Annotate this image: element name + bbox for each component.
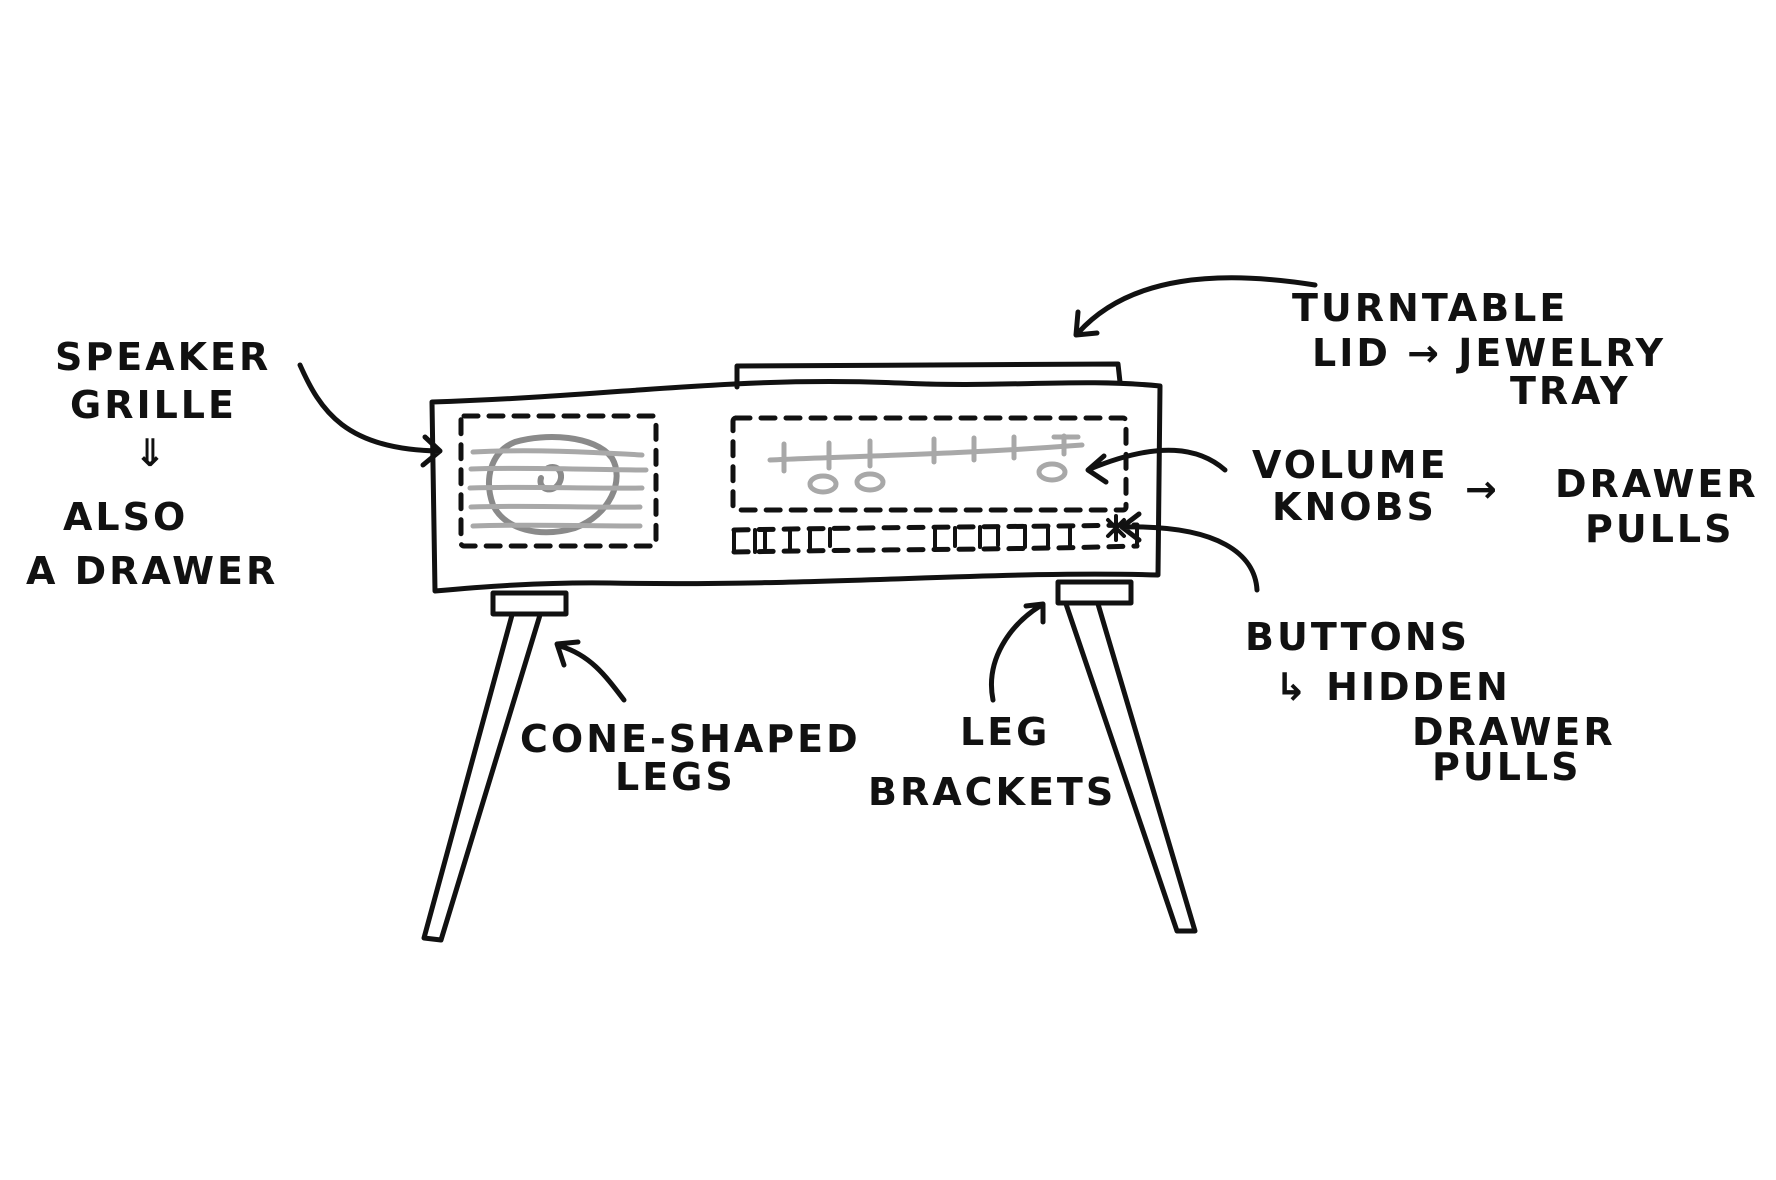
speaker-grille-down-arrow: ⇓ xyxy=(134,431,169,475)
volume-knobs-arrow: → xyxy=(1465,467,1500,511)
button-6 xyxy=(1025,526,1048,547)
buttons-line1: BUTTONS xyxy=(1245,615,1470,659)
leg-brackets-line1: LEG xyxy=(960,710,1050,754)
button-1 xyxy=(755,530,765,552)
label-cone-legs: CONE-SHAPED LEGS xyxy=(520,717,861,799)
tuner-dial-line xyxy=(770,445,1082,460)
volume-knob-2 xyxy=(857,474,883,490)
label-volume-knobs: VOLUME KNOBS → DRAWER PULLS xyxy=(1252,443,1759,551)
control-panel-outline xyxy=(733,418,1126,510)
label-turntable-lid: TURNTABLE LID → JEWELRY TRAY xyxy=(1292,286,1666,413)
volume-knob-3 xyxy=(1039,464,1065,480)
control-panel xyxy=(733,418,1126,510)
volume-knobs-line3: DRAWER xyxy=(1555,462,1759,506)
grille-slat-3 xyxy=(470,487,642,488)
label-speaker-grille: SPEAKER GRILLE ⇓ ALSO A DRAWER xyxy=(26,335,278,593)
volume-knobs-line2: KNOBS xyxy=(1272,485,1437,529)
button-strip xyxy=(734,516,1137,552)
leg-brackets-arrow xyxy=(991,604,1043,700)
volume-knob-1 xyxy=(810,476,836,492)
annotation-arrows xyxy=(300,278,1315,700)
cone-legs-arrow xyxy=(557,642,624,700)
button-5 xyxy=(980,527,998,547)
grille-slat-2 xyxy=(471,468,646,470)
label-buttons: BUTTONS ↳ HIDDEN DRAWER PULLS xyxy=(1245,615,1616,789)
speaker-grille-arrow xyxy=(300,365,440,465)
speaker-grille-line2: GRILLE xyxy=(70,383,237,427)
leg-brackets-line2: BRACKETS xyxy=(868,770,1116,814)
buttons-line2: ↳ HIDDEN xyxy=(1275,665,1511,709)
volume-knobs-arrow xyxy=(1088,450,1225,482)
cone-legs-line2: LEGS xyxy=(615,755,736,799)
speaker-grille-line1: SPEAKER xyxy=(55,335,271,379)
grille-slat-4 xyxy=(471,506,640,507)
grille-slat-5 xyxy=(473,525,640,526)
speaker-grille-line4: A DRAWER xyxy=(26,549,278,593)
leg-bracket-right xyxy=(1058,582,1131,603)
button-4 xyxy=(935,527,955,547)
volume-knobs-line4: PULLS xyxy=(1585,507,1735,551)
turntable-lid-line3: TRAY xyxy=(1510,369,1630,413)
leg-right xyxy=(1066,604,1195,931)
speaker-grille xyxy=(461,416,656,546)
leg-bracket-left xyxy=(493,593,566,614)
volume-knobs-line1: VOLUME xyxy=(1252,443,1449,487)
label-leg-brackets: LEG BRACKETS xyxy=(868,710,1116,814)
buttons-line4: PULLS xyxy=(1432,745,1582,789)
turntable-lid-arrow xyxy=(1076,278,1315,335)
button-2 xyxy=(790,529,810,550)
turntable-lid-line1: TURNTABLE xyxy=(1292,286,1568,330)
speaker-grille-line3: ALSO xyxy=(63,495,188,539)
buttons-arrow xyxy=(1122,514,1257,590)
leg-left xyxy=(424,615,540,940)
